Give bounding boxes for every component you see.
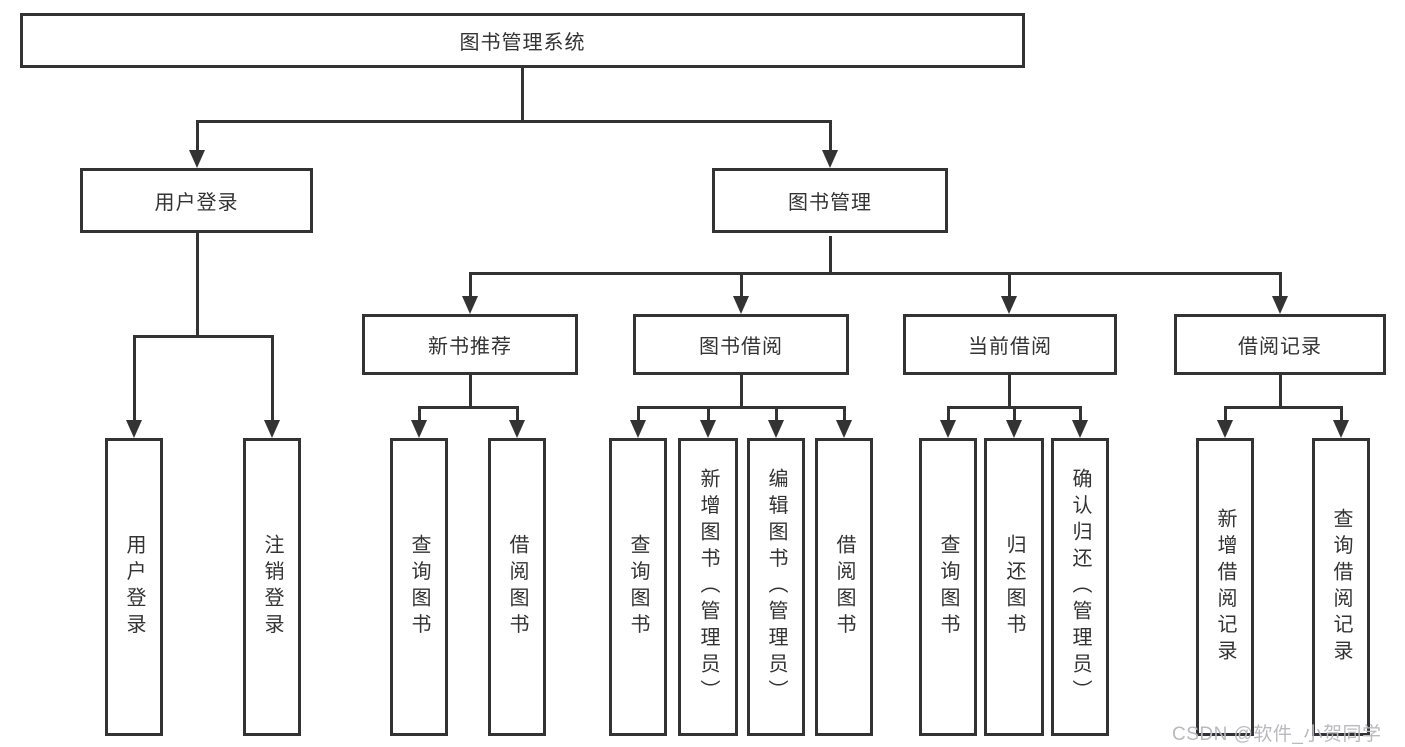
- connector-line: [1012, 406, 1016, 428]
- connector-user-login-bar: [132, 335, 274, 338]
- arrowhead-down-icon: [1333, 420, 1349, 438]
- node-label: 图书借阅: [699, 336, 783, 358]
- connector-line: [706, 406, 710, 428]
- node-label: 当前借阅: [968, 336, 1052, 358]
- arrowhead-down-icon: [1217, 420, 1233, 438]
- node-label: 确认归还（管理员）: [1069, 468, 1091, 706]
- leaf-user-login: 用户登录: [105, 438, 163, 736]
- arrowhead-down-icon: [126, 420, 142, 438]
- node-label: 新增借阅记录: [1214, 507, 1236, 667]
- arrowhead-down-icon: [768, 420, 784, 438]
- node-label: 注销登录: [261, 534, 283, 640]
- node-label: 查询图书: [627, 534, 649, 640]
- connector-line: [1339, 406, 1343, 428]
- connector-user-login-stem: [195, 232, 199, 337]
- connector-book-borrow-stem: [739, 374, 743, 408]
- leaf-current-return-books: 归还图书: [984, 438, 1044, 736]
- connector-new-book-bar: [417, 406, 518, 409]
- arrowhead-down-icon: [630, 420, 646, 438]
- arrowhead-down-icon: [1001, 296, 1017, 314]
- arrowhead-down-icon: [822, 150, 838, 168]
- node-label: 编辑图书（管理员）: [765, 468, 787, 706]
- node-book-management: 图书管理: [712, 168, 948, 233]
- connector-root-bar: [195, 120, 831, 123]
- connector-book-management-bar: [468, 272, 1281, 275]
- arrowhead-down-icon: [189, 150, 205, 168]
- connector-borrow-records-stem: [1278, 374, 1282, 408]
- connector-new-book-stem: [468, 374, 472, 408]
- connector-line: [1007, 272, 1011, 304]
- node-label: 图书管理系统: [459, 32, 586, 54]
- node-current-borrow: 当前借阅: [903, 314, 1117, 375]
- connector-line: [946, 406, 950, 428]
- node-label: 用户登录: [154, 192, 239, 214]
- node-label: 用户登录: [123, 534, 145, 640]
- connector-root-stem: [520, 68, 524, 122]
- connector-line: [1078, 406, 1082, 428]
- node-new-book-recommend: 新书推荐: [362, 314, 578, 375]
- leaf-current-query-books: 查询图书: [919, 438, 977, 736]
- connector-line: [468, 272, 472, 304]
- connector-line: [739, 272, 743, 304]
- node-label: 借阅图书: [833, 534, 855, 640]
- leaf-current-confirm-return-admin: 确认归还（管理员）: [1051, 438, 1109, 736]
- leaf-newbook-query-books: 查询图书: [390, 438, 448, 736]
- arrowhead-down-icon: [264, 420, 280, 438]
- connector-line: [842, 406, 846, 428]
- leaf-borrow-borrow-books: 借阅图书: [815, 438, 873, 736]
- node-library-management-system: 图书管理系统: [20, 13, 1025, 68]
- connector-line: [636, 406, 640, 428]
- arrowhead-down-icon: [836, 420, 852, 438]
- arrowhead-down-icon: [509, 420, 525, 438]
- connector-line: [195, 120, 199, 158]
- connector-line: [132, 335, 136, 427]
- leaf-records-query-borrow-record: 查询借阅记录: [1312, 438, 1370, 736]
- arrowhead-down-icon: [700, 420, 716, 438]
- node-borrow-records: 借阅记录: [1174, 314, 1386, 375]
- connector-book-borrow-bar: [636, 406, 845, 409]
- node-label: 归还图书: [1003, 534, 1025, 640]
- connector-line: [1278, 272, 1282, 304]
- node-book-borrow: 图书借阅: [633, 314, 849, 375]
- node-user-login: 用户登录: [80, 168, 313, 233]
- connector-borrow-records-bar: [1223, 406, 1342, 409]
- connector-line: [1223, 406, 1227, 428]
- arrowhead-down-icon: [1272, 296, 1288, 314]
- leaf-borrow-edit-books-admin: 编辑图书（管理员）: [747, 438, 805, 736]
- connector-line: [417, 406, 421, 428]
- arrowhead-down-icon: [940, 420, 956, 438]
- leaf-borrow-add-books-admin: 新增图书（管理员）: [678, 438, 738, 736]
- arrowhead-down-icon: [1006, 420, 1022, 438]
- arrowhead-down-icon: [462, 296, 478, 314]
- connector-line: [774, 406, 778, 428]
- arrowhead-down-icon: [733, 296, 749, 314]
- arrowhead-down-icon: [411, 420, 427, 438]
- connector-line: [828, 120, 832, 158]
- node-label: 查询借阅记录: [1330, 507, 1352, 667]
- node-label: 借阅图书: [506, 534, 528, 640]
- node-label: 查询图书: [408, 534, 430, 640]
- node-label: 借阅记录: [1238, 336, 1322, 358]
- leaf-newbook-borrow-books: 借阅图书: [488, 438, 546, 736]
- leaf-borrow-query-books: 查询图书: [609, 438, 667, 736]
- node-label: 新书推荐: [428, 336, 512, 358]
- connector-book-management-stem: [828, 236, 832, 274]
- leaf-records-add-borrow-record: 新增借阅记录: [1196, 438, 1254, 736]
- connector-current-borrow-stem: [1007, 374, 1011, 408]
- node-label: 新增图书（管理员）: [697, 468, 719, 706]
- node-label: 查询图书: [937, 534, 959, 640]
- connector-line: [515, 406, 519, 428]
- connector-line: [270, 335, 274, 427]
- leaf-logout: 注销登录: [243, 438, 301, 736]
- watermark: CSDN @软件_小贺同学: [1172, 724, 1382, 745]
- node-label: 图书管理: [788, 192, 872, 214]
- arrowhead-down-icon: [1072, 420, 1088, 438]
